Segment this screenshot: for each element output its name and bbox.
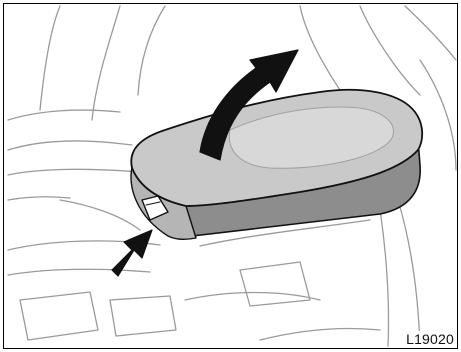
diagonal-push-arrow-icon: [112, 230, 152, 276]
console-lid: [131, 90, 422, 240]
figure-code-label: L19020: [405, 331, 455, 347]
